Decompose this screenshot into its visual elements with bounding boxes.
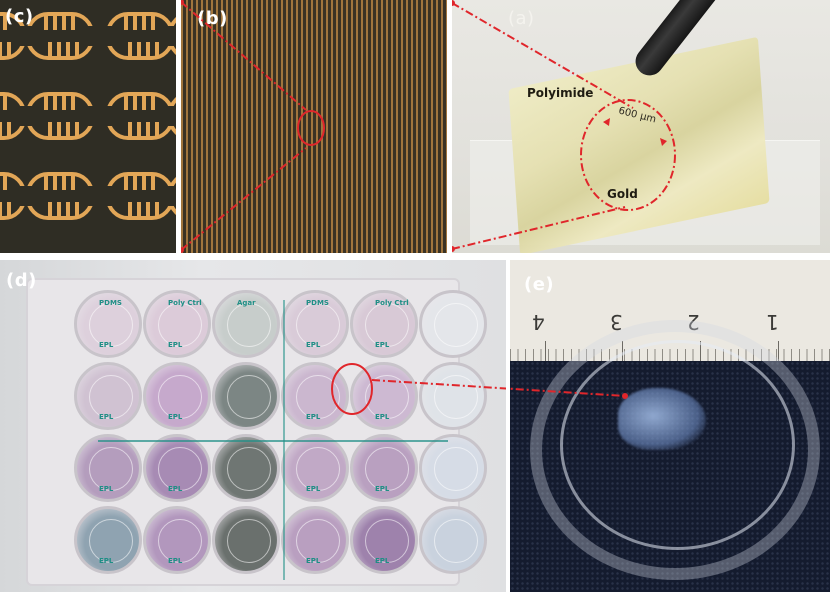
well: EPL [143,434,211,502]
well-inner [227,447,271,491]
well-inner [296,519,340,563]
well-inner [434,447,478,491]
well-inner [227,303,271,347]
well [419,290,487,358]
panel-e-petri-dish: 4 3 2 1 (e) [510,260,830,592]
well-inner [296,303,340,347]
well-inner [296,447,340,491]
well-mark: EPL [99,485,114,493]
well-inner [158,375,202,419]
ruler-number-4: 4 [532,310,545,334]
well-inner [89,519,133,563]
well-mark: EPL [168,485,183,493]
panel-label-e: (e) [524,274,555,295]
scaffold-sample [618,388,706,450]
well [212,434,280,502]
ruler-major-tick [545,341,546,361]
well-inner [89,375,133,419]
well-mark: EPL [168,557,183,565]
well [419,434,487,502]
well-inner [158,303,202,347]
well-mark: EPL [168,341,183,349]
well: EPL [74,506,142,574]
marker-line-horizontal [98,440,448,442]
polyimide-label: Polyimide [527,86,594,100]
well: EPL [350,434,418,502]
well: PDMS EPL [281,290,349,358]
well: EPL [281,506,349,574]
electrode [24,12,96,60]
well-mark: EPL [306,413,321,421]
well-mark: PDMS [306,299,329,307]
well-inner [434,519,478,563]
electrode [166,172,176,220]
panel-label-b: (b) [197,8,228,29]
well [419,506,487,574]
ruler-major-tick [778,341,779,361]
marker-line-vertical [283,300,285,580]
well-mark: Agar [237,299,256,307]
well-mark: EPL [306,485,321,493]
panel-a-flexible-film: (a) Polyimide Gold 600 µm [452,0,830,253]
well: EPL [281,362,349,430]
well: EPL [143,506,211,574]
well-mark: EPL [375,485,390,493]
well-mark: EPL [99,557,114,565]
petri-dish-inner [560,340,795,550]
well-inner [434,303,478,347]
well [419,362,487,430]
well-mark: EPL [99,413,114,421]
well-inner [365,519,409,563]
electrode [0,172,28,220]
well-inner [158,519,202,563]
well: EPL [143,362,211,430]
well-mark: PDMS [99,299,122,307]
well-inner [365,303,409,347]
well: EPL [350,362,418,430]
well-mark: Poly Ctrl [168,299,202,307]
electrode [24,172,96,220]
well: PDMS EPL [74,290,142,358]
well [212,362,280,430]
well: EPL [281,434,349,502]
gold-label: Gold [607,187,638,201]
well-mark: EPL [99,341,114,349]
well-mark: EPL [306,341,321,349]
well-mark: EPL [375,341,390,349]
electrode [166,92,176,140]
well-mark: EPL [168,413,183,421]
electrode [104,172,176,220]
well: EPL [350,506,418,574]
well-inner [158,447,202,491]
well-inner [89,303,133,347]
panel-label-a: (a) [508,8,535,29]
electrode [0,92,28,140]
electrode [104,12,176,60]
well-inner [227,519,271,563]
panel-label-c: (c) [5,6,34,27]
well-mark: EPL [375,413,390,421]
well-inner [89,447,133,491]
well-inner [227,375,271,419]
electrode [104,92,176,140]
well-mark: EPL [306,557,321,565]
well: EPL [74,362,142,430]
well-inner [365,447,409,491]
well-mark: Poly Ctrl [375,299,409,307]
panel-c-electrode-closeup: (c) [0,0,176,253]
well [212,506,280,574]
electrode [166,12,176,60]
well: EPL [74,434,142,502]
panel-b-electrode-array: (b) [181,0,447,253]
electrode [24,92,96,140]
well: Agar [212,290,280,358]
panel-label-d: (d) [6,270,37,291]
ruler-number-1: 1 [766,310,779,334]
well-inner [434,375,478,419]
well-mark: EPL [375,557,390,565]
